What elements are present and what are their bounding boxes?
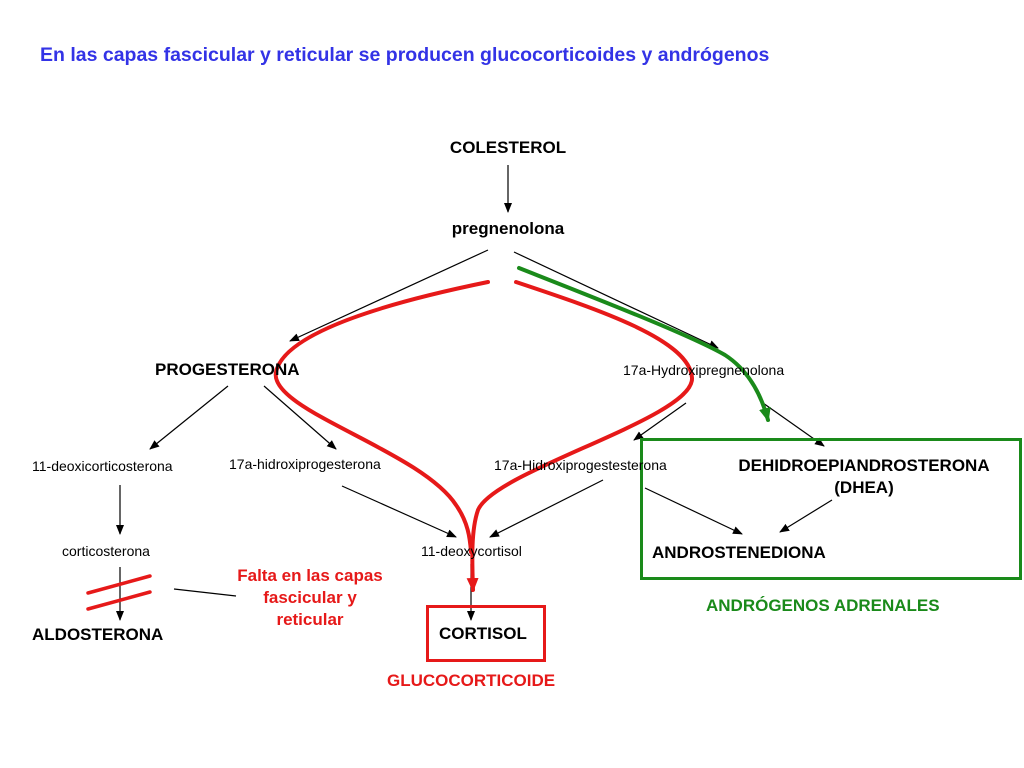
node-hidroxiprogestesterona: 17a-Hidroxiprogestesterona [494, 457, 667, 473]
node-hidroxipregnenolona: 17a-Hydroxipregnenolona [623, 362, 785, 378]
arrow-hidroxiprogestesterona-androstenediona [644, 487, 743, 535]
arrow-dhea-androstenediona [779, 499, 833, 533]
node-dhea-name: DEHIDROEPIANDROSTERONA [738, 456, 990, 475]
arrow-pregnenolona-hidroxipregnenolona [513, 251, 719, 349]
falta-note: Falta en las capas fascicular y reticula… [237, 565, 383, 631]
node-hidroxiprogesterona: 17a-hidroxiprogesterona [229, 456, 381, 472]
falta-note-line3: reticular [276, 610, 344, 629]
node-cortisol: CORTISOL [439, 624, 527, 643]
node-progesterona: PROGESTERONA [155, 360, 300, 379]
cortisol-box [426, 605, 546, 662]
glucocorticoide-label: GLUCOCORTICOIDE [387, 671, 556, 690]
block-mark-upper [86, 574, 152, 595]
androgenos-label: ANDRÓGENOS ADRENALES [706, 596, 940, 615]
node-colesterol: COLESTEROL [449, 138, 567, 157]
node-dhea: DEHIDROEPIANDROSTERONA (DHEA) [738, 455, 989, 499]
node-androstenediona: ANDROSTENEDIONA [652, 543, 826, 562]
arrow-hidroxiprogesterona-deoxycortisol [341, 485, 457, 538]
falta-note-line1: Falta en las capas [237, 566, 383, 585]
red-path-right [466, 280, 695, 592]
red-path-left [273, 280, 490, 554]
arrow-pregnenolona-progesterona [289, 249, 489, 342]
node-pregnenolona: pregnenolona [451, 219, 565, 238]
node-dhea-abbr: (DHEA) [834, 478, 894, 497]
pointer-line-falta [173, 588, 237, 597]
falta-note-line2: fascicular y [263, 588, 357, 607]
arrow-hidroxipregnenolona-hidroxiprogestesterona [633, 402, 687, 441]
androgenos-box [640, 438, 1022, 580]
arrow-progesterona-deoxicorticosterona [149, 385, 229, 450]
node-deoxicorticosterona: 11-deoxicorticosterona [32, 458, 173, 474]
node-corticosterona: corticosterona [62, 543, 150, 559]
arrow-progesterona-hidroxiprogesterona [263, 385, 337, 450]
block-mark-lower [86, 590, 152, 611]
node-aldosterona: ALDOSTERONA [32, 625, 164, 644]
arrow-hidroxiprogestesterona-deoxycortisol [489, 479, 604, 538]
green-path [517, 266, 771, 422]
node-deoxycortisol: 11-deoxycortisol [421, 543, 522, 559]
page-title: En las capas fascicular y reticular se p… [40, 44, 770, 66]
